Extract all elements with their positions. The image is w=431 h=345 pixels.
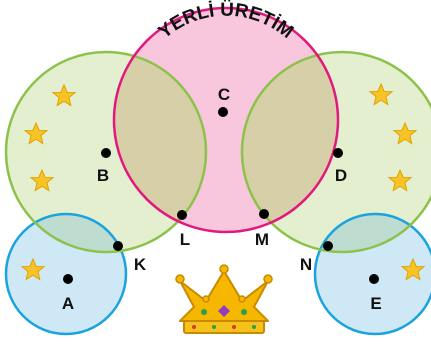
point-m [259, 209, 269, 219]
points [63, 107, 379, 284]
star-icon [23, 121, 49, 145]
star-icon [368, 82, 394, 106]
label-c: C [218, 85, 230, 104]
label-e: E [370, 294, 381, 313]
point-n [323, 241, 333, 251]
point-d [333, 148, 343, 158]
point-b [101, 148, 111, 158]
label-a: A [62, 294, 74, 313]
circle-a-outline [4, 212, 128, 336]
label-d: D [335, 166, 347, 185]
star-icon [400, 257, 426, 281]
overlap-b-c [114, 52, 206, 232]
point-e [369, 274, 379, 284]
label-n: N [300, 255, 312, 274]
point-c [218, 107, 228, 117]
label-k: K [134, 255, 147, 274]
label-l: L [180, 230, 190, 249]
circle-d-outline [240, 50, 431, 254]
star-icon [29, 168, 55, 192]
crown-icon [175, 264, 273, 334]
circle-b-outline [4, 50, 208, 254]
star-icon [392, 121, 418, 145]
star-icon [20, 257, 46, 281]
overlap-c-d [242, 52, 338, 232]
star-icon [51, 83, 77, 107]
star-icon [387, 168, 413, 192]
label-b: B [97, 166, 109, 185]
stars [20, 82, 426, 281]
label-m: M [255, 230, 269, 249]
point-a [63, 274, 73, 284]
circle-e-outline [313, 212, 431, 336]
circle-c-outline [112, 6, 340, 234]
point-l [177, 210, 187, 220]
point-k [113, 241, 123, 251]
